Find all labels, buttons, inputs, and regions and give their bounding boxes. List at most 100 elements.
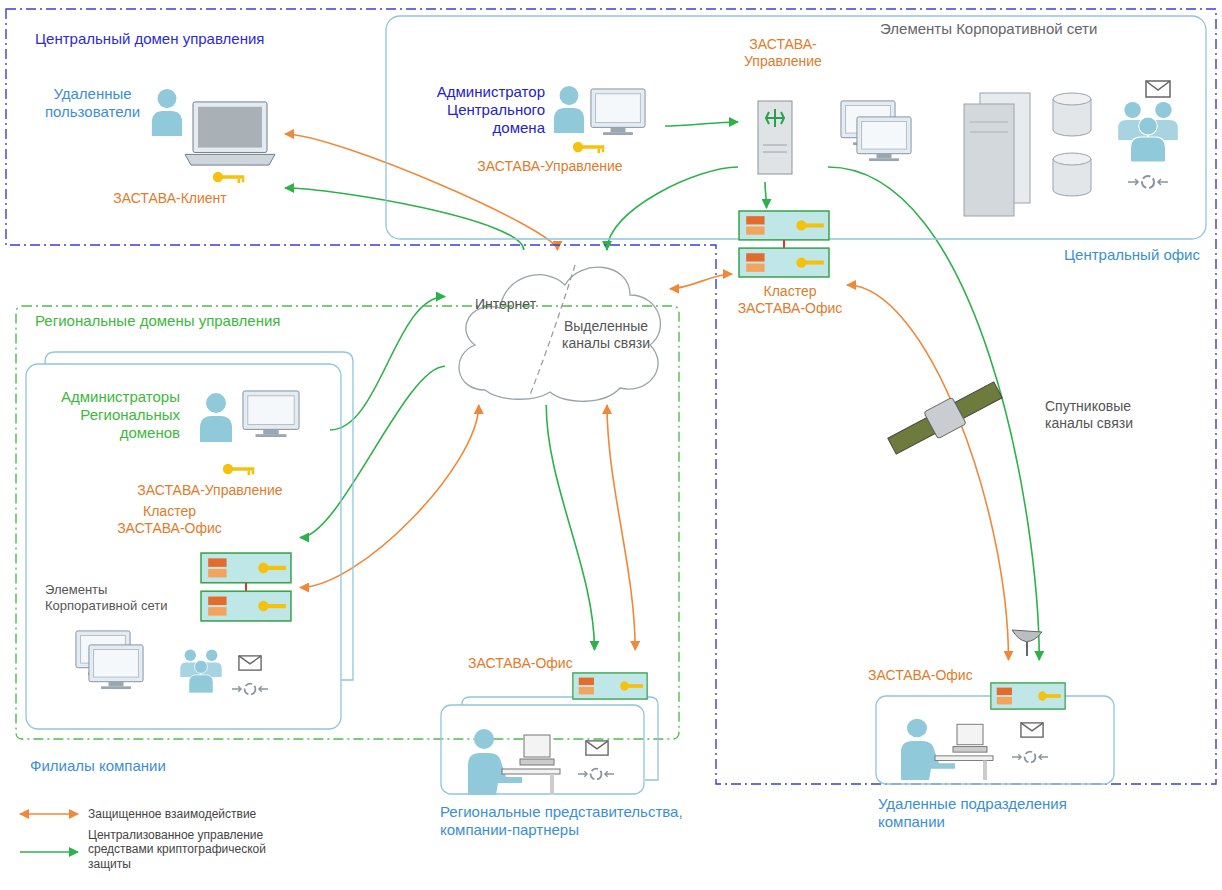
monitor-icon-part	[869, 158, 899, 161]
sync-icon	[1012, 748, 1048, 766]
cluster-icon-part	[796, 257, 806, 267]
key-icon	[222, 462, 256, 476]
mail-icon	[238, 655, 262, 671]
office-box: Удаленные подразделения компанииЗАСТАВА-…	[875, 695, 1115, 785]
node-text: Элементы Корпоративной сети	[45, 582, 195, 613]
monitor-icon	[88, 644, 144, 690]
monitor-icon-part	[611, 127, 626, 132]
text-slot: Централизованное управление средствами к…	[88, 828, 288, 871]
key-icon-part	[581, 145, 604, 149]
cluster-icon-part	[258, 563, 268, 574]
node-text: ЗАСТАВА-Клиент	[95, 190, 245, 207]
mail-icon	[585, 740, 609, 756]
cluster-icon-part	[805, 223, 823, 227]
admin-group: Администратор Центрального доменаЗАСТАВА…	[395, 80, 665, 195]
text-slot: Кластер ЗАСТАВА-Офис	[735, 283, 845, 317]
monitor-icon-part	[243, 391, 299, 429]
node-text: Администратор Центрального домена	[395, 83, 545, 137]
cluster-icon-part	[201, 591, 291, 621]
text-slot: ЗАСТАВА-Управление	[455, 158, 645, 175]
sync-icon-part	[1012, 754, 1048, 759]
db-icon-part	[1053, 153, 1091, 165]
key-icon-part	[252, 471, 255, 475]
office-box-outline-part	[386, 16, 1206, 239]
satellite-dish-part	[1026, 642, 1028, 656]
node-text: Кластер ЗАСТАВА-Офис	[735, 283, 845, 317]
text-slot: Кластер ЗАСТАВА-Офис	[112, 503, 227, 537]
node-text: Региональные домены управления	[35, 312, 355, 330]
satellite	[885, 377, 1005, 460]
node-text: Удаленные пользователи	[35, 85, 150, 121]
connector	[607, 167, 738, 250]
person-icon-part	[554, 108, 584, 133]
people-icon-part	[195, 660, 208, 673]
device-icon-part	[997, 688, 1012, 695]
text-slot: Администратор Центрального домена	[395, 83, 545, 137]
satellite-part	[888, 418, 935, 455]
sync-icon-part	[1025, 752, 1036, 763]
people-icon-part	[206, 649, 217, 661]
server-icon-part	[758, 101, 792, 174]
office-box: Элементы Корпоративной сетиФилиалы компа…	[25, 350, 355, 730]
person-icon-part	[200, 416, 232, 442]
node-text: Администраторы Региональных доменов	[30, 388, 180, 442]
mail-icon	[1145, 80, 1171, 98]
connector	[828, 167, 1039, 660]
server-icon	[757, 100, 793, 175]
key-icon-part	[598, 149, 601, 153]
person-icon	[198, 392, 234, 442]
sync-icon-part	[578, 771, 614, 776]
satellite-dish	[1012, 630, 1042, 656]
text-slot: Филиалы компании	[30, 757, 250, 775]
rack-icon-part	[970, 122, 1008, 123]
cluster-icon-part	[746, 264, 764, 272]
people-icon-part	[1155, 102, 1171, 118]
rack-icon	[962, 92, 1032, 217]
connector	[285, 188, 524, 250]
sync-icon	[232, 680, 268, 698]
server-icon-part	[763, 152, 787, 153]
connector	[847, 285, 1009, 660]
cluster-icon-part	[746, 216, 764, 224]
desk-icon-part	[520, 759, 554, 765]
person-icon	[150, 88, 184, 136]
text-slot: ЗАСТАВА-Управление	[110, 482, 310, 499]
channel-label: Спутниковые каналы связи	[1045, 398, 1145, 432]
connector	[670, 274, 732, 289]
desk-icon-part	[957, 724, 983, 744]
monitor-icon-part	[94, 650, 139, 678]
cluster-icon-part	[258, 601, 268, 612]
cluster-icon-part	[267, 566, 285, 570]
cluster-icon-part	[783, 240, 785, 248]
device-icon-part	[997, 697, 1012, 704]
monitor-icon	[856, 116, 912, 162]
rack-icon-part	[970, 132, 1008, 133]
connector	[546, 405, 594, 650]
mail-icon-part	[239, 656, 261, 664]
node-text: Элементы Корпоративной сети	[880, 20, 1180, 38]
monitor-icon-part	[109, 682, 124, 687]
key-icon	[572, 140, 606, 154]
office-box: Региональные представительства, компании…	[440, 695, 660, 795]
cluster-icon-part	[208, 607, 226, 615]
sync-icon-part	[232, 686, 268, 691]
mail-icon	[1020, 722, 1044, 738]
legend-sample-line	[20, 851, 78, 853]
key-icon-part	[221, 175, 244, 179]
office-box-outline-part	[26, 364, 341, 729]
desk-icon-part	[935, 756, 993, 761]
cluster-icon-part	[805, 260, 823, 264]
monitor-icon-part	[603, 132, 633, 135]
device-icon-part	[1046, 694, 1061, 698]
mail-icon-part	[1146, 81, 1170, 90]
db-icon	[1052, 152, 1092, 197]
node-text: Выделенные каналы связи	[556, 318, 656, 352]
server-icon-part	[763, 145, 787, 146]
connector	[300, 405, 479, 588]
desk-icon-part	[907, 719, 927, 738]
node-text: Кластер ЗАСТАВА-Офис	[112, 503, 227, 537]
text-slot: Спутниковые каналы связи	[1045, 398, 1145, 432]
person-icon-part	[560, 86, 579, 105]
node-text: Центральный домен управления	[35, 30, 335, 48]
monitor-icon	[242, 390, 300, 438]
